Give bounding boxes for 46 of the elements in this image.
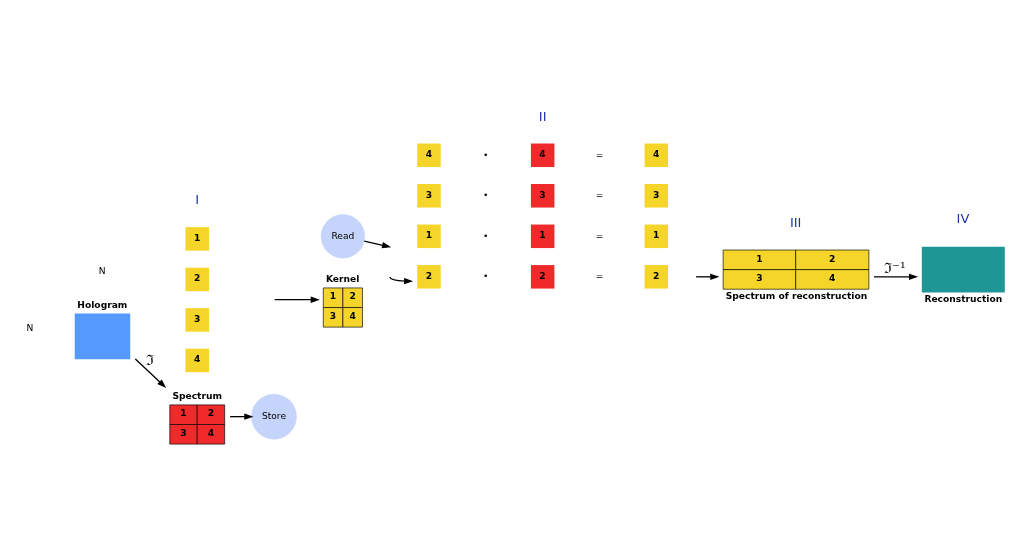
label: = bbox=[595, 230, 603, 241]
label: • bbox=[482, 230, 488, 241]
node-box: 3 bbox=[416, 184, 441, 208]
node-box: 3 bbox=[644, 184, 668, 208]
label: I bbox=[194, 192, 199, 208]
node-box: 2 bbox=[530, 265, 554, 289]
node-box: 4 bbox=[416, 143, 441, 168]
label: = bbox=[595, 190, 603, 201]
node-box bbox=[921, 246, 1005, 293]
node-box: 1 bbox=[185, 227, 209, 251]
label: • bbox=[482, 271, 488, 282]
node-circle: Read bbox=[320, 214, 365, 259]
label: IV bbox=[956, 211, 969, 227]
node-box: 3 bbox=[185, 308, 209, 332]
node-label: Spectrum of reconstruction bbox=[725, 290, 867, 301]
node-box: 2 bbox=[185, 267, 209, 292]
node-box: 1 bbox=[530, 224, 554, 249]
label: = bbox=[595, 271, 603, 282]
label: N bbox=[26, 322, 33, 333]
label: • bbox=[482, 190, 488, 201]
node-box: 2 bbox=[416, 265, 441, 289]
node-label: Kernel bbox=[325, 274, 359, 285]
edge-label: ℑ bbox=[145, 352, 154, 369]
node-label: Hologram bbox=[76, 299, 127, 310]
arrow bbox=[872, 273, 918, 281]
edge-label: ℑ⁻¹ bbox=[883, 259, 906, 276]
label: II bbox=[538, 108, 547, 124]
node-label: Spectrum bbox=[171, 391, 222, 402]
label: = bbox=[595, 149, 603, 160]
node-box: 1 bbox=[644, 224, 668, 249]
node-label: Reconstruction bbox=[923, 293, 1002, 304]
arrow bbox=[134, 358, 166, 389]
arrow bbox=[363, 240, 391, 249]
node-circle: Store bbox=[250, 393, 297, 440]
node-box: 3 bbox=[530, 184, 554, 208]
node-box: 4 bbox=[644, 143, 668, 168]
label: • bbox=[482, 149, 488, 160]
node-box bbox=[74, 313, 130, 360]
arrow bbox=[388, 276, 413, 285]
label: N bbox=[98, 266, 106, 277]
node-box: 4 bbox=[185, 348, 209, 373]
arrow bbox=[273, 296, 320, 303]
node-box: 1 bbox=[416, 224, 441, 249]
node-box: 2 bbox=[644, 265, 668, 289]
label: III bbox=[789, 214, 801, 230]
node-box: 4 bbox=[530, 143, 554, 168]
